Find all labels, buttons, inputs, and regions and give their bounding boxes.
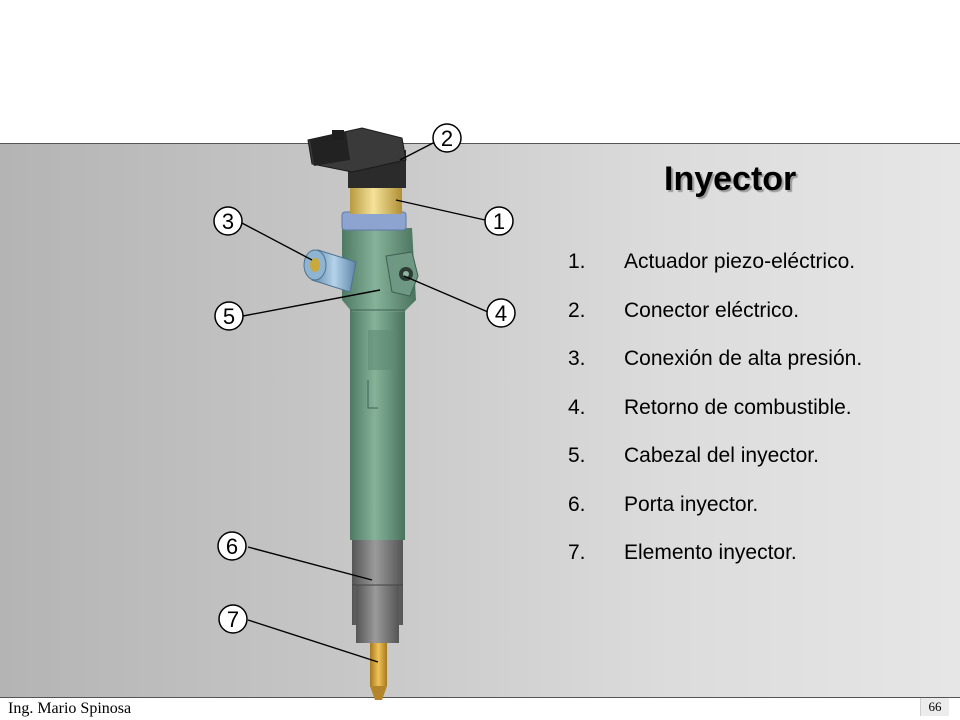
svg-text:2: 2 xyxy=(441,126,453,151)
svg-text:7: 7 xyxy=(227,607,239,632)
list-item-number: 6. xyxy=(568,492,586,516)
list-item-label: Conexión de alta presión. xyxy=(624,347,863,370)
list-item-number: 2. xyxy=(568,298,586,322)
list-item-label: Cabezal del inyector. xyxy=(624,444,819,467)
list-item: 7. Elemento inyector. xyxy=(568,541,862,590)
electrical-connector xyxy=(307,127,407,188)
callout-5: 5 xyxy=(214,301,244,331)
high-pressure-fitting xyxy=(303,249,357,293)
list-item-number: 7. xyxy=(568,541,586,564)
slide-content-area xyxy=(0,143,960,699)
callout-3: 3 xyxy=(213,206,243,236)
callout-lines xyxy=(239,141,489,663)
list-item-number: 1. xyxy=(568,250,586,273)
callout-6: 6 xyxy=(217,531,247,561)
list-item: 6. Porta inyector. xyxy=(568,493,862,542)
list-item-label: Elemento inyector. xyxy=(624,541,797,564)
svg-text:1: 1 xyxy=(493,209,505,234)
callout-1: 1 xyxy=(484,206,514,236)
footer-area xyxy=(0,698,960,720)
fuel-return-fitting xyxy=(385,251,419,297)
list-item-label: Conector eléctrico. xyxy=(624,298,800,322)
list-item: 4. Retorno de combustible. xyxy=(568,396,862,445)
list-item: 5. Cabezal del inyector. xyxy=(568,444,862,493)
svg-text:4: 4 xyxy=(495,301,507,326)
parts-list: 1. Actuador piezo-eléctrico. 2. Conector e… xyxy=(568,250,862,590)
footer-author: Ing. Mario Spinosa xyxy=(8,700,132,717)
list-item: 2. Conector eléctrico. xyxy=(568,299,862,348)
piezo-actuator xyxy=(350,188,402,214)
svg-text:3: 3 xyxy=(222,209,234,234)
list-item-label: Porta inyector. xyxy=(624,492,759,516)
page-number: 66 xyxy=(920,698,949,716)
footer-divider xyxy=(0,697,960,698)
list-item: 1. Actuador piezo-eléctrico. xyxy=(568,250,862,299)
list-item: 3. Conexión de alta presión. xyxy=(568,347,862,396)
callout-4: 4 xyxy=(486,298,516,328)
nozzle-holder xyxy=(352,535,403,643)
clamping-nut xyxy=(341,211,407,231)
callout-2: 2 xyxy=(432,123,462,153)
list-item-label: Retorno de combustible. xyxy=(624,395,852,419)
svg-text:5: 5 xyxy=(223,304,235,329)
svg-text:6: 6 xyxy=(226,534,238,559)
list-item-number: 3. xyxy=(568,347,586,370)
callout-7: 7 xyxy=(218,604,248,634)
list-item-number: 5. xyxy=(568,444,586,467)
list-item-number: 4. xyxy=(568,395,586,419)
slide-header-area xyxy=(0,0,960,143)
nozzle-tip xyxy=(370,640,387,700)
slide-title: Inyector xyxy=(664,160,797,198)
list-item-label: Actuador piezo-eléctrico. xyxy=(624,250,856,273)
